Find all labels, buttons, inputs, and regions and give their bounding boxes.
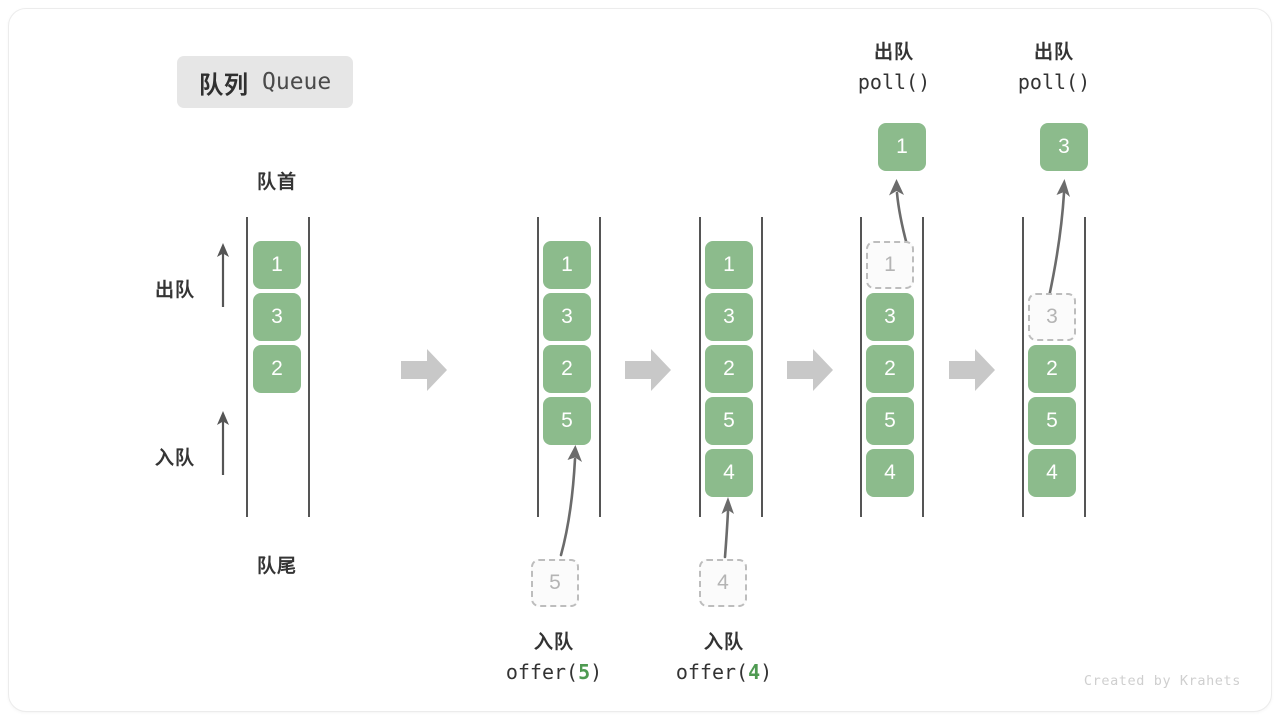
queue-cell: 3 <box>705 293 753 341</box>
queue-cell: 2 <box>543 345 591 393</box>
queue-cell: 5 <box>866 397 914 445</box>
caption-op: offer( <box>675 659 749 684</box>
queue-rail-right-3 <box>761 217 763 517</box>
incoming-ghost-cell: 5 <box>531 559 579 607</box>
caption-line-1: 出队 <box>873 42 914 63</box>
caption-line-2: offer(5) <box>459 657 649 687</box>
enqueue-side-label: 入队 <box>155 448 196 469</box>
queue-cell: 5 <box>705 397 753 445</box>
poll-3-caption: 出队 poll() <box>974 39 1134 97</box>
queue-cell: 3 <box>253 293 301 341</box>
outgoing-ghost-cell: 1 <box>866 241 914 289</box>
dequeue-motion-arrow <box>1047 179 1070 299</box>
caption-line-1: 出队 <box>1033 42 1074 63</box>
queue-cell: 4 <box>1028 449 1076 497</box>
queue-cell: 3 <box>543 293 591 341</box>
enqueue-direction-arrow <box>217 411 229 475</box>
caption-line-2: poll() <box>857 69 931 94</box>
poll-1-caption: 出队 poll() <box>814 39 974 97</box>
title-english: Queue <box>262 69 332 95</box>
queue-rail-right-4 <box>922 217 924 517</box>
poll-result-cell: 3 <box>1040 123 1088 171</box>
queue-cell: 4 <box>705 449 753 497</box>
step-arrow-icon <box>401 349 447 391</box>
queue-cell: 1 <box>253 241 301 289</box>
queue-cell: 2 <box>705 345 753 393</box>
step-arrow-icon <box>625 349 671 391</box>
queue-front-label: 队首 <box>256 172 297 193</box>
offer-4-caption: 入队 offer(4) <box>629 629 819 687</box>
queue-rail-right-2 <box>599 217 601 517</box>
queue-cell: 2 <box>1028 345 1076 393</box>
queue-cell: 5 <box>1028 397 1076 445</box>
queue-cell: 1 <box>543 241 591 289</box>
queue-cell: 2 <box>253 345 301 393</box>
dequeue-direction-arrow <box>217 243 229 307</box>
credit-text: Created by Krahets <box>1083 673 1241 689</box>
enqueue-motion-arrow <box>721 497 734 559</box>
caption-op: offer( <box>505 659 579 684</box>
queue-cell: 2 <box>866 345 914 393</box>
queue-cell: 1 <box>705 241 753 289</box>
dequeue-side-label: 出队 <box>155 280 196 301</box>
queue-rail-left-1 <box>246 217 248 517</box>
queue-rear-label: 队尾 <box>256 556 297 577</box>
poll-result-cell: 1 <box>878 123 926 171</box>
caption-close: ) <box>590 659 603 684</box>
dequeue-motion-arrow <box>889 179 909 247</box>
enqueue-motion-arrow <box>559 445 582 557</box>
queue-rail-right-5 <box>1084 217 1086 517</box>
step-arrow-icon <box>787 349 833 391</box>
queue-rail-left-2 <box>537 217 539 517</box>
queue-rail-left-5 <box>1022 217 1024 517</box>
queue-cell: 3 <box>866 293 914 341</box>
queue-rail-left-4 <box>860 217 862 517</box>
caption-line-2: poll() <box>1017 69 1091 94</box>
caption-line-1: 入队 <box>533 632 574 653</box>
title-chinese: 队列 <box>199 71 249 99</box>
diagram-card: 队列 Queue 队首 出队 入队 1 3 2 队尾 1 3 2 5 5 入队 … <box>8 8 1272 712</box>
queue-rail-right-1 <box>308 217 310 517</box>
offer-5-caption: 入队 offer(5) <box>459 629 649 687</box>
outgoing-ghost-cell: 3 <box>1028 293 1076 341</box>
queue-rail-left-3 <box>699 217 701 517</box>
queue-cell: 4 <box>866 449 914 497</box>
caption-close: ) <box>760 659 773 684</box>
caption-line-2: offer(4) <box>629 657 819 687</box>
queue-cell: 5 <box>543 397 591 445</box>
incoming-ghost-cell: 4 <box>699 559 747 607</box>
step-arrow-icon <box>949 349 995 391</box>
caption-num: 4 <box>748 659 761 684</box>
caption-line-1: 入队 <box>703 632 744 653</box>
diagram-title-badge: 队列 Queue <box>177 56 354 108</box>
caption-num: 5 <box>578 659 591 684</box>
